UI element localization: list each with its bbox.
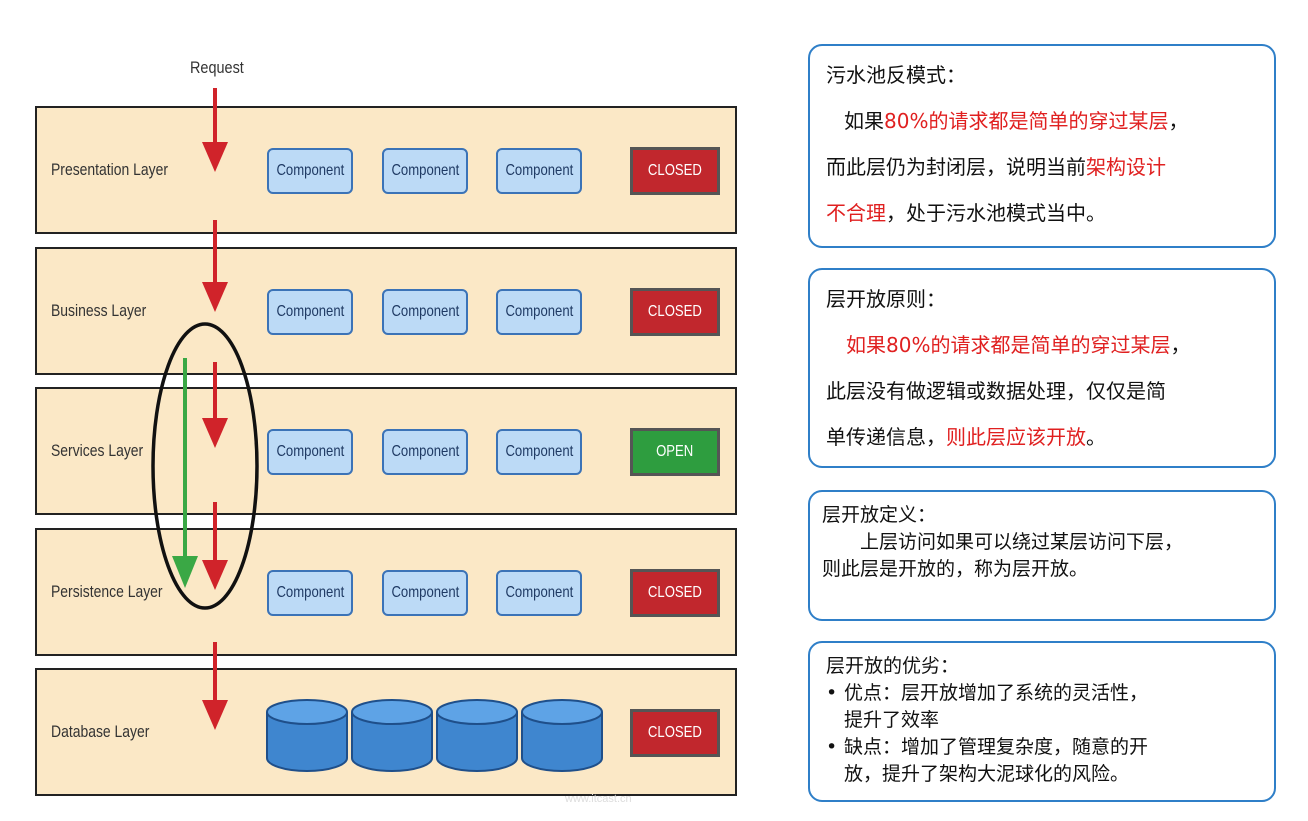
arrowhead-icon <box>202 418 228 448</box>
request-label: Request <box>190 58 244 77</box>
note-sewer-antipattern: 污水池反模式： 如果80%的请求都是简单的穿过某层， 而此层仍为封闭层，说明当前… <box>808 44 1276 248</box>
closed-badge: CLOSED <box>630 709 720 757</box>
note-line: 此层没有做逻辑或数据处理，仅仅是简 <box>826 379 1166 403</box>
note-line: 不合理，处于污水池模式当中。 <box>826 201 1106 225</box>
note-line: 而此层仍为封闭层，说明当前架构设计 <box>826 155 1166 179</box>
pros-item: 优点：层开放增加了系统的灵活性， 提升了效率 <box>822 680 1260 734</box>
watermark: www.itcast.cn <box>565 793 632 805</box>
persistence-layer: Persistence Layer Component Component Co… <box>35 528 737 656</box>
database-cylinder-icon <box>436 699 518 772</box>
note-title: 污水池反模式： <box>826 63 966 87</box>
note-line: 上层访问如果可以绕过某层访问下层， <box>860 531 1184 553</box>
bypass-highlight-ellipse <box>151 322 259 610</box>
note-line: 单传递信息，则此层应该开放。 <box>826 425 1106 449</box>
closed-badge: CLOSED <box>630 569 720 617</box>
component-box: Component <box>382 570 468 616</box>
layer-label: Database Layer <box>51 722 150 741</box>
arrowhead-icon <box>202 282 228 312</box>
presentation-layer: Presentation Layer Component Component C… <box>35 106 737 234</box>
layer-label: Business Layer <box>51 301 147 320</box>
database-layer: Database Layer CLOSED <box>35 668 737 796</box>
bypass-arrowhead-icon <box>172 556 198 588</box>
component-box: Component <box>496 289 582 335</box>
note-line: 如果80%的请求都是简单的穿过某层， <box>844 109 1189 133</box>
arrowhead-icon <box>202 142 228 172</box>
closed-badge: CLOSED <box>630 288 720 336</box>
database-cylinder-icon <box>351 699 433 772</box>
component-box: Component <box>267 148 353 194</box>
closed-badge: CLOSED <box>630 147 720 195</box>
note-title: 层开放定义： <box>822 504 937 526</box>
cons-item: 缺点：增加了管理复杂度，随意的开 放，提升了架构大泥球化的风险。 <box>822 734 1260 788</box>
open-badge: OPEN <box>630 428 720 476</box>
component-box: Component <box>382 429 468 475</box>
component-box: Component <box>496 429 582 475</box>
component-box: Component <box>267 429 353 475</box>
note-title: 层开放的优劣： <box>826 655 960 677</box>
component-box: Component <box>267 570 353 616</box>
note-open-principle: 层开放原则： 如果80%的请求都是简单的穿过某层， 此层没有做逻辑或数据处理，仅… <box>808 268 1276 468</box>
component-box: Component <box>496 570 582 616</box>
component-box: Component <box>267 289 353 335</box>
request-flow-overlay <box>151 88 259 730</box>
note-title: 层开放原则： <box>826 287 946 311</box>
layer-label: Services Layer <box>51 441 144 460</box>
note-line: 则此层是开放的，称为层开放。 <box>822 558 1089 580</box>
arrowhead-icon <box>202 560 228 590</box>
component-box: Component <box>382 148 468 194</box>
business-layer: Business Layer Component Component Compo… <box>35 247 737 375</box>
note-pros-cons: 层开放的优劣： 优点：层开放增加了系统的灵活性， 提升了效率 缺点：增加了管理复… <box>808 641 1276 802</box>
component-box: Component <box>496 148 582 194</box>
component-box: Component <box>382 289 468 335</box>
note-line: 如果80%的请求都是简单的穿过某层， <box>846 333 1191 357</box>
note-open-definition: 层开放定义： 上层访问如果可以绕过某层访问下层， 则此层是开放的，称为层开放。 <box>808 490 1276 621</box>
layer-label: Presentation Layer <box>51 160 169 179</box>
database-cylinder-icon <box>266 699 348 772</box>
layer-label: Persistence Layer <box>51 582 163 601</box>
database-cylinder-icon <box>521 699 603 772</box>
arrowhead-icon <box>202 700 228 730</box>
services-layer: Services Layer Component Component Compo… <box>35 387 737 515</box>
